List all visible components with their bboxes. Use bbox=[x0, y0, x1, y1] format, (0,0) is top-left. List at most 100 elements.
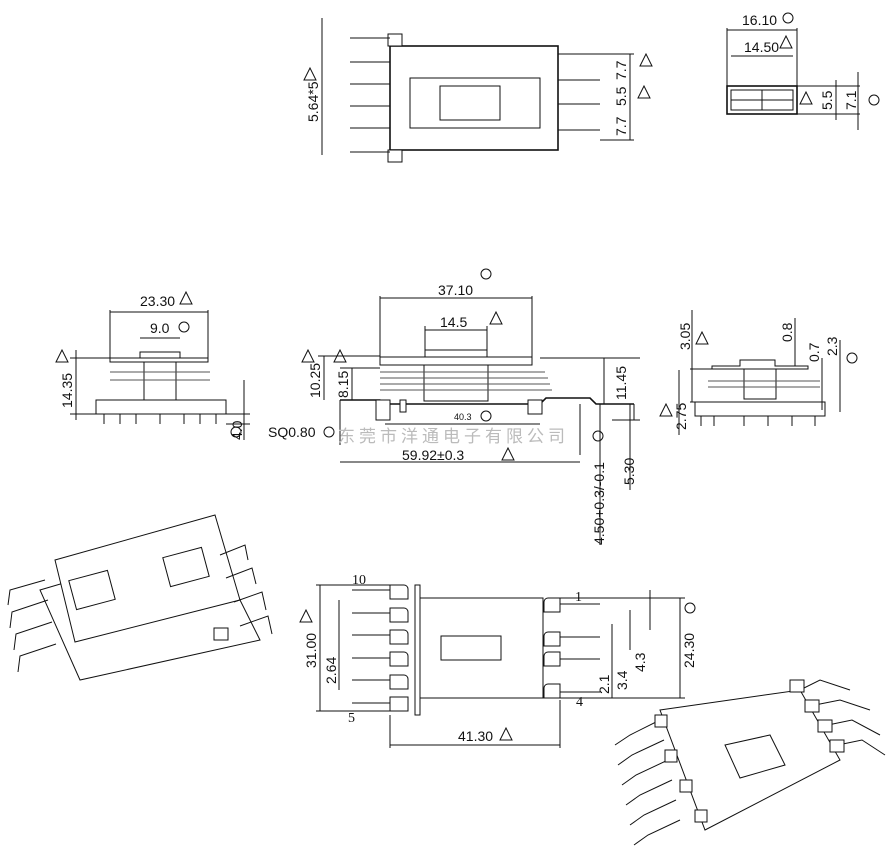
drawing-line bbox=[375, 399, 391, 421]
top-view-pins-right bbox=[558, 53, 600, 131]
drawing-line bbox=[399, 399, 407, 413]
callout-circle-icon bbox=[846, 352, 858, 364]
callout-circle-icon bbox=[480, 268, 492, 280]
pin-drop-dim: 5.30 bbox=[621, 458, 637, 485]
callout-circle-icon bbox=[323, 426, 335, 438]
callout-circle-icon bbox=[868, 94, 880, 106]
dim-2-1: 2.1 bbox=[596, 674, 612, 694]
drawing-line bbox=[789, 679, 805, 693]
drawing-line bbox=[700, 416, 816, 426]
drawing-line bbox=[68, 569, 116, 611]
drawing-line bbox=[579, 404, 635, 455]
note-triangle-icon bbox=[501, 446, 515, 461]
drawing-line bbox=[743, 368, 777, 400]
drawing-line bbox=[440, 635, 502, 661]
isometric-terminal-blocks bbox=[654, 679, 845, 823]
front-view: 37.10 14.5 10.25 8.15 11.45 40.3 SQ0.80 … bbox=[268, 268, 640, 545]
inner-height-dim: 5.5 bbox=[819, 90, 835, 110]
length-dim: 41.30 bbox=[458, 728, 493, 744]
note-triangle-icon bbox=[779, 34, 793, 49]
drawing-line bbox=[679, 779, 693, 793]
drawing-line bbox=[694, 401, 826, 417]
note-triangle-icon bbox=[799, 90, 813, 105]
outer-height-dim: 7.1 bbox=[843, 90, 859, 110]
drawing-line bbox=[614, 719, 661, 746]
pitch-dim: 5.64*5 bbox=[305, 81, 321, 122]
callout-circle-icon bbox=[592, 430, 604, 442]
width-dim: 31.00 bbox=[303, 633, 319, 668]
drawing-line bbox=[387, 33, 403, 47]
height-c-dim: 11.45 bbox=[613, 366, 629, 400]
callout-circle-icon bbox=[230, 426, 242, 438]
drawing-line bbox=[424, 349, 488, 358]
drawing-line bbox=[726, 85, 798, 115]
note-triangle-icon bbox=[301, 348, 315, 363]
drawing-line bbox=[543, 597, 561, 613]
dim-0-8: 0.8 bbox=[779, 322, 795, 342]
drawing-line bbox=[414, 584, 421, 716]
drawing-line bbox=[439, 85, 501, 121]
note-triangle-icon bbox=[639, 52, 653, 67]
note-triangle-icon bbox=[333, 348, 347, 363]
drawing-line bbox=[827, 719, 881, 736]
pin-size-dim: SQ0.80 bbox=[268, 424, 316, 440]
right-side-view: 3.05 0.8 0.7 2.3 2.75 bbox=[659, 310, 858, 435]
drawing-line bbox=[543, 631, 561, 647]
drawing-line bbox=[162, 546, 210, 588]
dim-3-4: 3.4 bbox=[614, 670, 630, 690]
window-dim: 14.5 bbox=[440, 314, 467, 330]
drawing-line bbox=[139, 351, 181, 359]
drawing-line bbox=[9, 599, 49, 629]
drawing-line bbox=[423, 364, 489, 402]
dim-2-3: 2.3 bbox=[824, 336, 840, 356]
callout-circle-icon bbox=[782, 12, 794, 24]
drawing-line bbox=[416, 597, 544, 699]
drawing-line bbox=[527, 399, 543, 415]
note-triangle-icon bbox=[55, 348, 69, 363]
drawing-line bbox=[95, 399, 227, 415]
dim-7-7-bottom: 7.7 bbox=[613, 116, 629, 136]
callout-circle-icon bbox=[684, 602, 696, 614]
note-triangle-icon bbox=[637, 84, 651, 99]
note-triangle-icon bbox=[659, 402, 673, 417]
drawing-line bbox=[389, 696, 409, 712]
drawing-line bbox=[814, 699, 871, 711]
drawing-line bbox=[629, 799, 677, 826]
drawing-line bbox=[389, 45, 559, 151]
drawing-line bbox=[389, 651, 409, 667]
pin-label-5: 5 bbox=[348, 711, 355, 726]
flange-width-dim: 23.30 bbox=[140, 293, 175, 309]
callout-circle-icon bbox=[178, 321, 190, 333]
drawing-line bbox=[409, 77, 541, 129]
drawing-line bbox=[389, 629, 409, 645]
top-view-pins-left bbox=[350, 37, 390, 153]
dim-4-3: 4.3 bbox=[632, 652, 648, 672]
inner-length-dim: 40.3 bbox=[454, 412, 472, 422]
pin-offset-dim: 4.50+0.3/-0.1 bbox=[591, 462, 607, 545]
drawing-line bbox=[225, 567, 257, 585]
dim-2-75: 2.75 bbox=[673, 403, 689, 430]
core-width-dim: 9.0 bbox=[150, 320, 170, 336]
note-triangle-icon bbox=[179, 290, 193, 305]
drawing-line bbox=[711, 359, 809, 370]
note-triangle-icon bbox=[695, 330, 709, 345]
pin-label-10: 10 bbox=[352, 573, 366, 588]
inner-width-dim: 24.30 bbox=[681, 633, 697, 668]
drawing-line bbox=[617, 739, 665, 766]
pin-span-dim: 59.92±0.3 bbox=[402, 447, 464, 463]
isometric-view-right bbox=[614, 679, 886, 846]
pin-label-4: 4 bbox=[576, 695, 583, 710]
drawing-line bbox=[109, 357, 209, 363]
flange-length-dim: 37.10 bbox=[438, 282, 473, 298]
isometric-view-left bbox=[7, 514, 273, 681]
drawing-line bbox=[7, 544, 273, 673]
drawing-line bbox=[543, 651, 561, 667]
height-b-dim: 8.15 bbox=[335, 371, 351, 398]
note-triangle-icon bbox=[303, 66, 317, 81]
drawing-line bbox=[387, 149, 403, 163]
left-side-view: 23.30 9.0 14.35 4.0 bbox=[55, 290, 250, 440]
bottom-view-left-pins bbox=[352, 584, 409, 712]
drawing-line bbox=[389, 674, 409, 690]
